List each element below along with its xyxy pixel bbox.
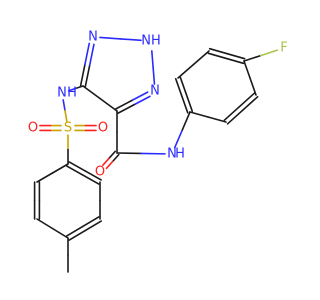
bond-t4-t5 (51, 227, 69, 239)
bond-p5-p6 (241, 95, 259, 112)
bond-t1-t2 (82, 174, 100, 185)
bond-cam-o3 (108, 150, 117, 160)
atom-label-o1: O (28, 121, 38, 136)
bond-t4-t5 (36, 218, 54, 230)
atom-label-n_am: N (167, 147, 177, 162)
bond-t1-t2 (66, 165, 84, 176)
bond-nh2-n3 (150, 50, 154, 69)
bond-p2-p3 (177, 63, 195, 79)
bond-t3-t4 (65, 225, 84, 237)
bond-c4-c5 (99, 97, 118, 112)
bond-n1-nh2 (99, 36, 122, 40)
bond-t1-t2 (84, 170, 102, 181)
bond-p6-p1 (189, 111, 209, 118)
bond-t6-t1 (51, 163, 69, 174)
bond-p5-p6 (223, 105, 241, 122)
atom-label-h_s: H (67, 86, 77, 101)
bond-c5-nh_s (75, 85, 84, 90)
bond-c4-c5 (82, 85, 101, 100)
bond-n3-c4 (117, 103, 135, 114)
bond-p4-f (259, 49, 279, 57)
atom-label-nh2: NH (141, 34, 161, 49)
atom-label-o2: O (98, 121, 108, 136)
bond-cam-o3 (111, 153, 120, 163)
bond-p3-p4 (225, 57, 245, 65)
bond-nh_s-s (62, 99, 66, 112)
bond-n3-c4 (130, 91, 149, 102)
bond-t3-t4 (81, 216, 100, 228)
bond-n_am-p1 (181, 111, 191, 131)
bond-c5-nh_s (67, 87, 77, 92)
bond-t1-t2 (68, 161, 86, 172)
atom-label-h_am: H (175, 147, 185, 162)
bond-p4-f (243, 54, 262, 62)
bond-n_am-p1 (173, 128, 184, 149)
atom-label-n3: N (150, 84, 160, 99)
bond-p3-p4 (207, 52, 227, 60)
bond-c5-n1 (84, 42, 91, 66)
bond-p1-p2 (174, 77, 183, 97)
bond-p5-p6 (238, 92, 256, 108)
atom-label-s: S (64, 121, 72, 136)
bond-p6-p1 (207, 116, 227, 123)
bond-nh_s-s (64, 109, 68, 122)
bond-c5-n1 (79, 63, 86, 87)
atom-label-f: F (280, 41, 287, 56)
bond-n1-nh2 (119, 38, 142, 42)
bond-c5-n1 (84, 64, 91, 88)
bond-nh2-n3 (152, 66, 156, 85)
bond-p4-p5 (249, 77, 257, 96)
bond-p5-p6 (226, 109, 244, 125)
bond-p3-p4 (208, 47, 228, 55)
atom-label-o3: O (95, 165, 105, 180)
bond-cam-o3 (105, 160, 114, 170)
bond-p3-p4 (226, 52, 246, 60)
bond-c5-n1 (88, 43, 95, 67)
bond-n3-c4 (115, 99, 133, 110)
bond-cam-o3 (102, 157, 110, 166)
bond-p2-p3 (192, 50, 210, 66)
bond-p4-p5 (243, 60, 251, 79)
bond-n3-c4 (133, 95, 151, 106)
bond-t6-t1 (36, 172, 54, 183)
bond-t3-t4 (68, 229, 87, 241)
bond-layer (33, 36, 279, 273)
bond-t3-t4 (84, 220, 103, 232)
atom-label-nh_s: N (57, 86, 67, 101)
bond-p1-p2 (180, 94, 189, 114)
bond-p1-p2 (185, 93, 194, 113)
atom-label-n1: N (88, 30, 98, 45)
bond-p1-p2 (179, 76, 188, 96)
